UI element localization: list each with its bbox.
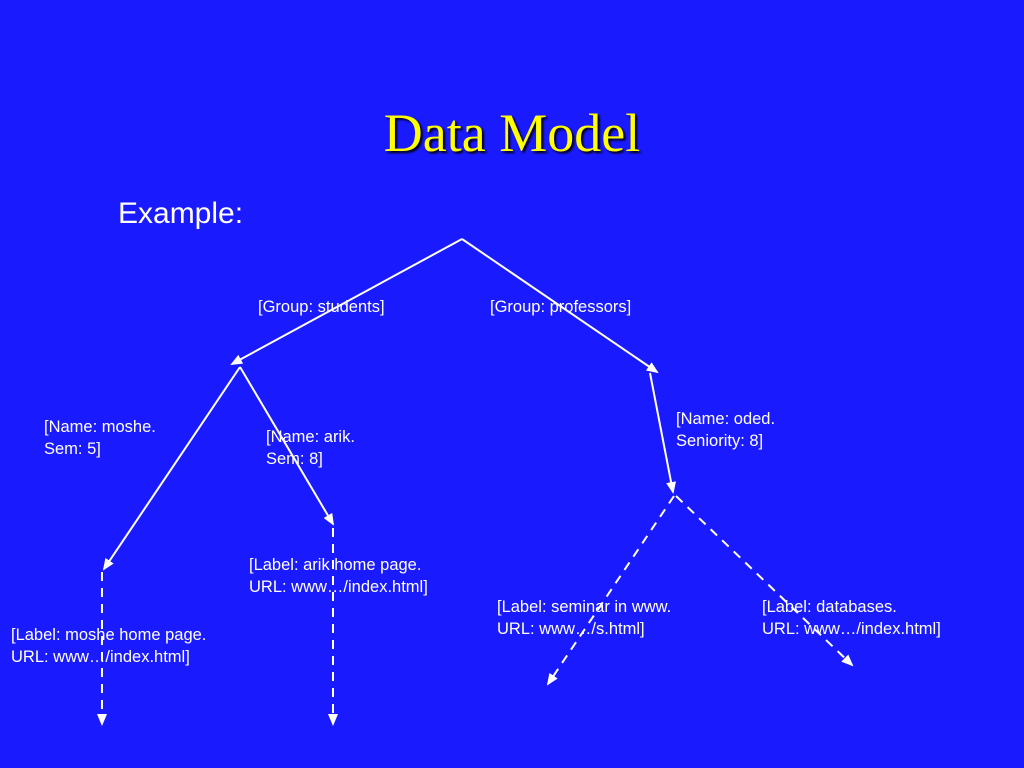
slide-subtitle: Example: bbox=[118, 197, 244, 230]
edge-label-databases: [Label: databases. URL: www…/index.html] bbox=[762, 598, 941, 638]
edge-label-name-arik: [Name: arik. Sem: 8] bbox=[266, 428, 355, 468]
edge-label-name-moshe: [Name: moshe. Sem: 5] bbox=[44, 418, 156, 458]
edge-label-name-oded: [Name: oded. Seniority: 8] bbox=[676, 410, 776, 450]
edge-label-seminar: [Label: seminar in www. URL: www…/s.html… bbox=[497, 598, 672, 638]
slide-title: Data Model bbox=[383, 103, 641, 163]
edge-professors-oded bbox=[649, 372, 677, 494]
edge-students-moshe bbox=[102, 366, 241, 571]
edge-oded-seminar bbox=[546, 495, 675, 686]
edge-label-arik-homepage: [Label: arik home page. URL: www…/index.… bbox=[249, 556, 428, 596]
edge-label-group-students: [Group: students] bbox=[258, 298, 385, 316]
edge-root-students bbox=[230, 238, 463, 365]
edge-label-moshe-homepage: [Label: moshe home page. URL: www…/index… bbox=[11, 626, 207, 666]
edge-label-group-professors: [Group: professors] bbox=[490, 298, 632, 316]
edge-oded-databases bbox=[675, 495, 854, 667]
edge-students-arik bbox=[239, 366, 335, 526]
edge-root-professors bbox=[461, 238, 659, 374]
